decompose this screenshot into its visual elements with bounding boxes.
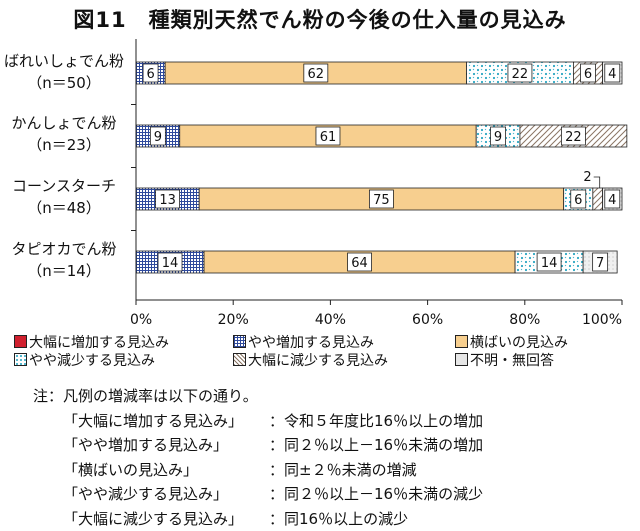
x-tick-label: 100% bbox=[582, 312, 622, 328]
data-label: 4 bbox=[608, 67, 616, 82]
legend-item-large-increase: 大幅に増加する見込み bbox=[14, 334, 169, 352]
data-label: 22 bbox=[512, 67, 529, 82]
legend-label: やや減少する見込み bbox=[29, 353, 155, 369]
bar-segment-large-decrease bbox=[593, 188, 603, 210]
data-label: 6 bbox=[146, 67, 154, 82]
data-label: 62 bbox=[308, 67, 325, 82]
note-key: 「やや減少する見込み」 bbox=[63, 482, 269, 507]
note-key: 「大幅に増加する見込み」 bbox=[63, 409, 269, 434]
note-key: 「やや増加する見込み」 bbox=[63, 433, 269, 458]
legend-swatch-large-increase bbox=[14, 335, 27, 348]
legend-label: 大幅に増加する見込み bbox=[29, 335, 169, 351]
legend-item-slight-decrease: やや減少する見込み bbox=[14, 352, 155, 370]
note-row: 「やや減少する見込み」：同２％以上－16％未満の減少 bbox=[33, 482, 483, 507]
data-label: 14 bbox=[541, 256, 558, 271]
data-label: 6 bbox=[584, 67, 592, 82]
legend-item-slight-increase: やや増加する見込み bbox=[233, 334, 374, 352]
data-label-leader bbox=[594, 177, 600, 188]
legend-item-unknown: 不明・無回答 bbox=[455, 352, 554, 370]
x-tick-label: 80% bbox=[509, 312, 540, 328]
notes-block: 注：凡例の増減率は以下の通り。 「大幅に増加する見込み」：令和５年度比16％以上… bbox=[33, 384, 483, 531]
data-label: 64 bbox=[351, 256, 368, 271]
data-label: 9 bbox=[154, 130, 162, 145]
note-value: ：同16％以上の減少 bbox=[269, 510, 408, 528]
legend-label: 横ばいの見込み bbox=[470, 335, 568, 351]
note-key: 「横ばいの見込み」 bbox=[63, 458, 269, 483]
data-label: 7 bbox=[596, 256, 604, 271]
note-row: 「横ばいの見込み」：同±２％未満の増減 bbox=[33, 458, 483, 483]
legend-item-large-decrease: 大幅に減少する見込み bbox=[233, 352, 388, 370]
legend-swatch-slight-decrease bbox=[14, 353, 27, 366]
legend-swatch-unknown bbox=[455, 353, 468, 366]
note-row: 「やや増加する見込み」：同２％以上－16％未満の増加 bbox=[33, 433, 483, 458]
note-value: ：同±２％未満の増減 bbox=[269, 461, 417, 479]
note-row: 「大幅に増加する見込み」：令和５年度比16％以上の増加 bbox=[33, 409, 483, 434]
legend-swatch-slight-increase bbox=[233, 335, 246, 348]
x-tick-label: 60% bbox=[412, 312, 443, 328]
x-tick-label: 20% bbox=[218, 312, 249, 328]
data-label: 4 bbox=[608, 193, 616, 208]
x-tick-label: 0% bbox=[130, 312, 152, 328]
data-label: 75 bbox=[373, 193, 390, 208]
note-key: 「大幅に減少する見込み」 bbox=[63, 507, 269, 531]
data-label: 9 bbox=[494, 130, 502, 145]
note-value: ：同２％以上－16％未満の増加 bbox=[269, 436, 483, 454]
data-label: 22 bbox=[565, 130, 582, 145]
legend-label: 不明・無回答 bbox=[470, 353, 554, 369]
data-label: 14 bbox=[162, 256, 179, 271]
data-label: 2 bbox=[583, 170, 591, 185]
legend-label: やや増加する見込み bbox=[248, 335, 374, 351]
data-label: 13 bbox=[159, 193, 176, 208]
note-value: ：同２％以上－16％未満の減少 bbox=[269, 485, 483, 503]
legend-label: 大幅に減少する見込み bbox=[248, 353, 388, 369]
data-label: 61 bbox=[320, 130, 337, 145]
x-tick-label: 40% bbox=[315, 312, 346, 328]
data-label: 6 bbox=[574, 193, 582, 208]
note-row: 「大幅に減少する見込み」：同16％以上の減少 bbox=[33, 507, 483, 531]
notes-heading: 注：凡例の増減率は以下の通り。 bbox=[33, 384, 483, 409]
legend-swatch-large-decrease bbox=[233, 353, 246, 366]
legend-item-flat: 横ばいの見込み bbox=[455, 334, 568, 352]
note-value: ：令和５年度比16％以上の増加 bbox=[269, 412, 483, 430]
legend-swatch-flat bbox=[455, 335, 468, 348]
